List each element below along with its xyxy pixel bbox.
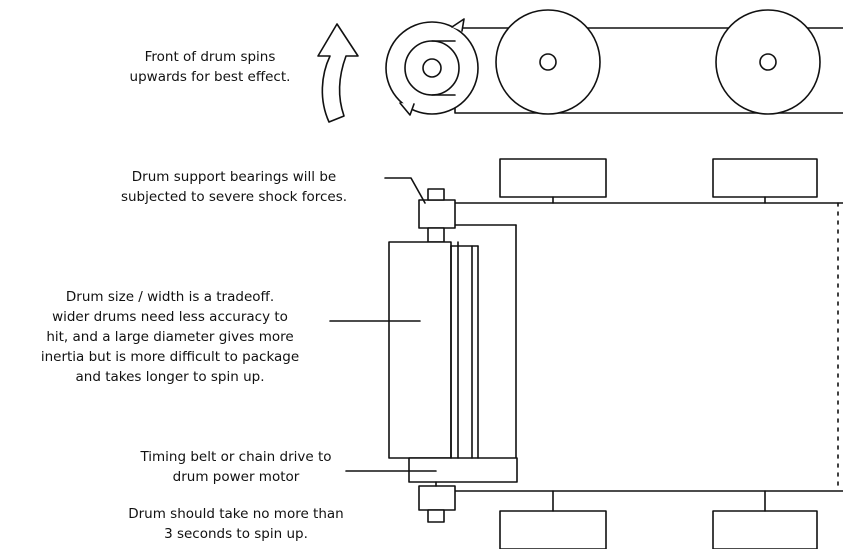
drive-pulley	[408, 457, 518, 483]
annotation-line: Drum size / width is a tradeoff.	[65, 289, 275, 305]
annotation-line: Drum support bearings will be	[131, 169, 337, 185]
bearing-top-cap	[427, 188, 445, 201]
bearing-top-collar	[427, 227, 445, 243]
annotation-line: Front of drum spins	[144, 49, 276, 65]
annotation-spin-up: Drum should take no more than 3 seconds …	[96, 504, 376, 544]
spin-direction-arrow	[317, 23, 359, 123]
drum-side	[385, 21, 479, 115]
annotation-drum-size: Drum size / width is a tradeoff. wider d…	[10, 287, 330, 387]
rear-wheel-hub	[759, 53, 777, 71]
annotation-line: hit, and a large diameter gives more	[46, 329, 294, 345]
drum-tooth-bottom	[399, 102, 415, 116]
annotation-line: wider drums need less accuracy to	[52, 309, 288, 325]
rear-wheel	[715, 9, 821, 115]
bearing-top	[418, 199, 456, 229]
annotation-line: subjected to severe shock forces.	[120, 189, 348, 205]
wheel-bottom-rear	[712, 510, 818, 549]
leader-bearings	[384, 177, 426, 204]
top-view	[388, 158, 843, 549]
annotation-bearings: Drum support bearings will be subjected …	[94, 167, 374, 207]
annotation-line: Timing belt or chain drive to	[140, 449, 332, 465]
annotation-line: and takes longer to spin up.	[75, 369, 265, 385]
bearing-bottom-cap	[427, 509, 445, 523]
side-view	[317, 9, 843, 123]
annotation-line: 3 seconds to spin up.	[164, 526, 308, 542]
annotation-drive: Timing belt or chain drive to drum power…	[96, 447, 376, 487]
chassis-top-rail	[439, 202, 843, 226]
drum-axle	[422, 58, 442, 78]
bearing-bottom	[418, 485, 456, 511]
wheel-bottom-front	[499, 510, 607, 549]
wheel-top-rear	[712, 158, 818, 198]
front-wheel-hub	[539, 53, 557, 71]
annotation-spin-direction: Front of drum spins upwards for best eff…	[95, 47, 325, 87]
drum-body-top-view	[388, 241, 452, 459]
wheel-top-front	[499, 158, 607, 198]
annotation-line: upwards for best effect.	[129, 69, 291, 85]
annotation-line: inertia but is more difficult to package	[40, 349, 300, 365]
annotation-line: Drum should take no more than	[128, 506, 344, 522]
annotation-line: drum power motor	[172, 469, 300, 485]
drum-tooth-top	[451, 18, 465, 32]
front-wheel	[495, 9, 601, 115]
drum-mount-arm	[431, 40, 456, 96]
